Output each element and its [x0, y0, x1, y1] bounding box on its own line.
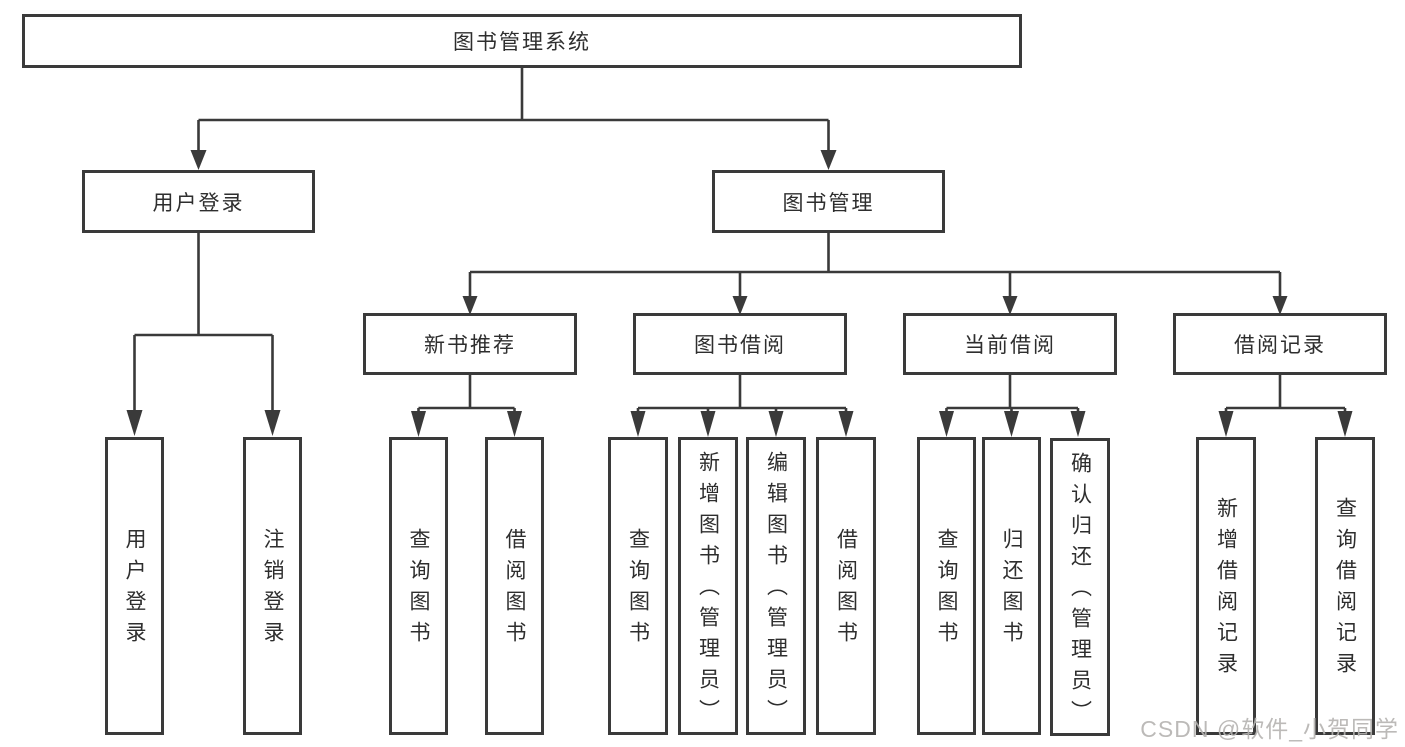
node-label: 借阅图书 — [503, 528, 526, 652]
leaf-borrow-books-borrowing: 借阅图书 — [816, 437, 876, 735]
connector-new-book-recommend-to-leaves — [411, 375, 522, 437]
arrowhead-icon — [462, 296, 478, 315]
arrowhead-icon — [126, 410, 143, 436]
node-label: 新增图书（管理员） — [696, 450, 720, 730]
arrowhead-icon — [939, 411, 954, 437]
node-label: 图书管理 — [782, 191, 875, 215]
node-borrowing-records: 借阅记录 — [1173, 313, 1387, 375]
node-user-login: 用户登录 — [82, 170, 315, 233]
node-book-borrowing: 图书借阅 — [633, 313, 847, 375]
connector-book-borrowing-to-leaves — [630, 375, 854, 437]
node-label: 确认归还（管理员） — [1068, 451, 1092, 731]
leaf-borrow-books-recommend: 借阅图书 — [485, 437, 544, 735]
leaf-return-books: 归还图书 — [982, 437, 1041, 735]
arrowhead-icon — [768, 411, 784, 437]
leaf-logout: 注销登录 — [243, 437, 302, 735]
csdn-watermark: CSDN @软件_小贺同学 — [1140, 716, 1399, 742]
node-label: 图书管理系统 — [453, 31, 591, 54]
leaf-confirm-return-admin: 确认归还（管理员） — [1050, 438, 1110, 736]
leaf-add-borrow-record: 新增借阅记录 — [1196, 437, 1256, 735]
arrowhead-icon — [1218, 411, 1234, 437]
connector-book-management-to-level3 — [462, 233, 1288, 315]
connector-root-to-level2 — [190, 68, 837, 170]
node-label: 图书借阅 — [694, 334, 786, 357]
node-label: 查询图书 — [407, 528, 430, 652]
arrowhead-icon — [507, 411, 522, 437]
arrowhead-icon — [411, 411, 426, 437]
node-label: 查询图书 — [935, 528, 958, 652]
node-library-management-system: 图书管理系统 — [22, 14, 1022, 68]
arrowhead-icon — [630, 411, 646, 437]
node-new-book-recommend: 新书推荐 — [363, 313, 577, 375]
connector-current-borrowing-to-leaves — [939, 375, 1086, 437]
arrowhead-icon — [1272, 296, 1288, 315]
leaf-query-borrow-record: 查询借阅记录 — [1315, 437, 1375, 735]
arrowhead-icon — [820, 150, 837, 170]
node-label: 借阅图书 — [834, 528, 858, 652]
arrowhead-icon — [1002, 296, 1018, 315]
connector-borrowing-records-to-leaves — [1218, 375, 1353, 437]
leaf-query-books-borrowing: 查询图书 — [608, 437, 668, 735]
leaf-query-books-current: 查询图书 — [917, 437, 976, 735]
leaf-user-login: 用户登录 — [105, 437, 164, 735]
node-label: 用户登录 — [152, 191, 245, 215]
node-label: 当前借阅 — [964, 334, 1056, 357]
arrowhead-icon — [1337, 411, 1353, 437]
node-book-management: 图书管理 — [712, 170, 945, 233]
node-label: 借阅记录 — [1234, 334, 1326, 357]
connector-user-login-to-leaves — [126, 233, 281, 436]
leaf-add-book-admin: 新增图书（管理员） — [678, 437, 738, 735]
arrowhead-icon — [190, 150, 207, 170]
arrowhead-icon — [700, 411, 716, 437]
node-label: 归还图书 — [1000, 528, 1023, 652]
node-label: 编辑图书（管理员） — [764, 450, 788, 730]
arrowhead-icon — [264, 410, 281, 436]
node-label: 用户登录 — [123, 528, 146, 652]
arrowhead-icon — [838, 411, 854, 437]
leaf-edit-book-admin: 编辑图书（管理员） — [746, 437, 806, 735]
arrowhead-icon — [1004, 411, 1019, 437]
node-label: 新书推荐 — [424, 334, 516, 357]
node-label: 新增借阅记录 — [1214, 497, 1238, 683]
node-current-borrowing: 当前借阅 — [903, 313, 1117, 375]
node-label: 注销登录 — [261, 528, 284, 652]
node-label: 查询借阅记录 — [1333, 497, 1357, 683]
node-label: 查询图书 — [626, 528, 650, 652]
leaf-query-books-recommend: 查询图书 — [389, 437, 448, 735]
arrowhead-icon — [1070, 411, 1086, 437]
arrowhead-icon — [732, 296, 748, 315]
